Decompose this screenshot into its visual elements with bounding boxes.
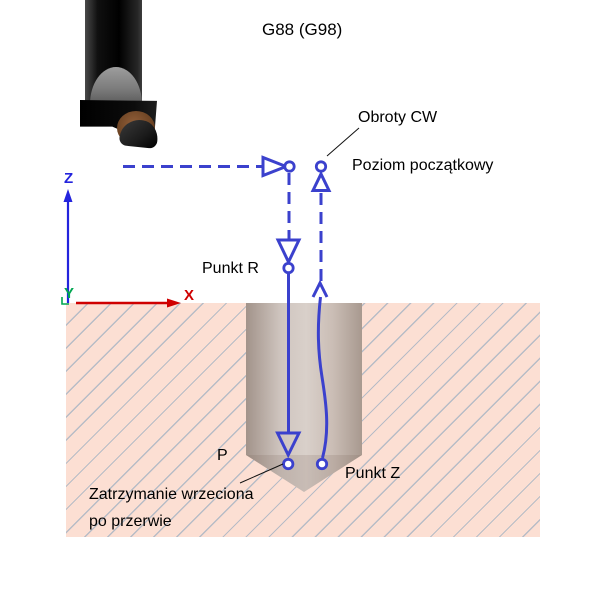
z-axis-arrow-icon	[63, 189, 73, 202]
label-punkt-z: Punkt Z	[345, 465, 401, 482]
label-obroty-cw: Obroty CW	[358, 109, 438, 126]
spindle-stop-point	[282, 457, 295, 471]
label-poziom-poczatkowy: Poziom początkowy	[352, 157, 494, 174]
zatrzymanie-pointer-line	[239, 463, 284, 484]
boring-tool-image	[0, 0, 200, 160]
down-arrow-marker-icon	[275, 238, 302, 266]
right-arrow-marker-icon	[261, 155, 291, 178]
x-axis	[76, 298, 181, 308]
z-axis	[63, 189, 73, 303]
return-level-point	[314, 160, 328, 173]
label-zatrzymanie-line2: po przerwie	[89, 513, 172, 530]
up-arrowhead-icon	[311, 279, 329, 298]
x-axis-label: X	[184, 287, 195, 304]
label-zatrzymanie-line1: Zatrzymanie wrzeciona	[89, 486, 254, 503]
up-arrow-marker-icon	[310, 170, 332, 192]
label-p: P	[217, 447, 228, 464]
y-axis-corner-mark	[61, 297, 69, 305]
point-r-marker	[282, 261, 295, 275]
bored-hole	[246, 303, 362, 492]
obroty-cw-pointer-line	[326, 127, 360, 157]
y-axis-label: Y	[64, 285, 75, 302]
label-punkt-r: Punkt R	[202, 260, 259, 277]
manual-retract-wavy-line	[316, 296, 329, 459]
initial-level-point	[283, 160, 296, 173]
point-z-marker	[315, 457, 329, 471]
z-axis-label: Z	[64, 170, 74, 187]
x-axis-arrow-icon	[167, 298, 181, 308]
down-arrow-marker-icon	[275, 431, 302, 459]
diagram-title: G88 (G98)	[262, 20, 343, 39]
